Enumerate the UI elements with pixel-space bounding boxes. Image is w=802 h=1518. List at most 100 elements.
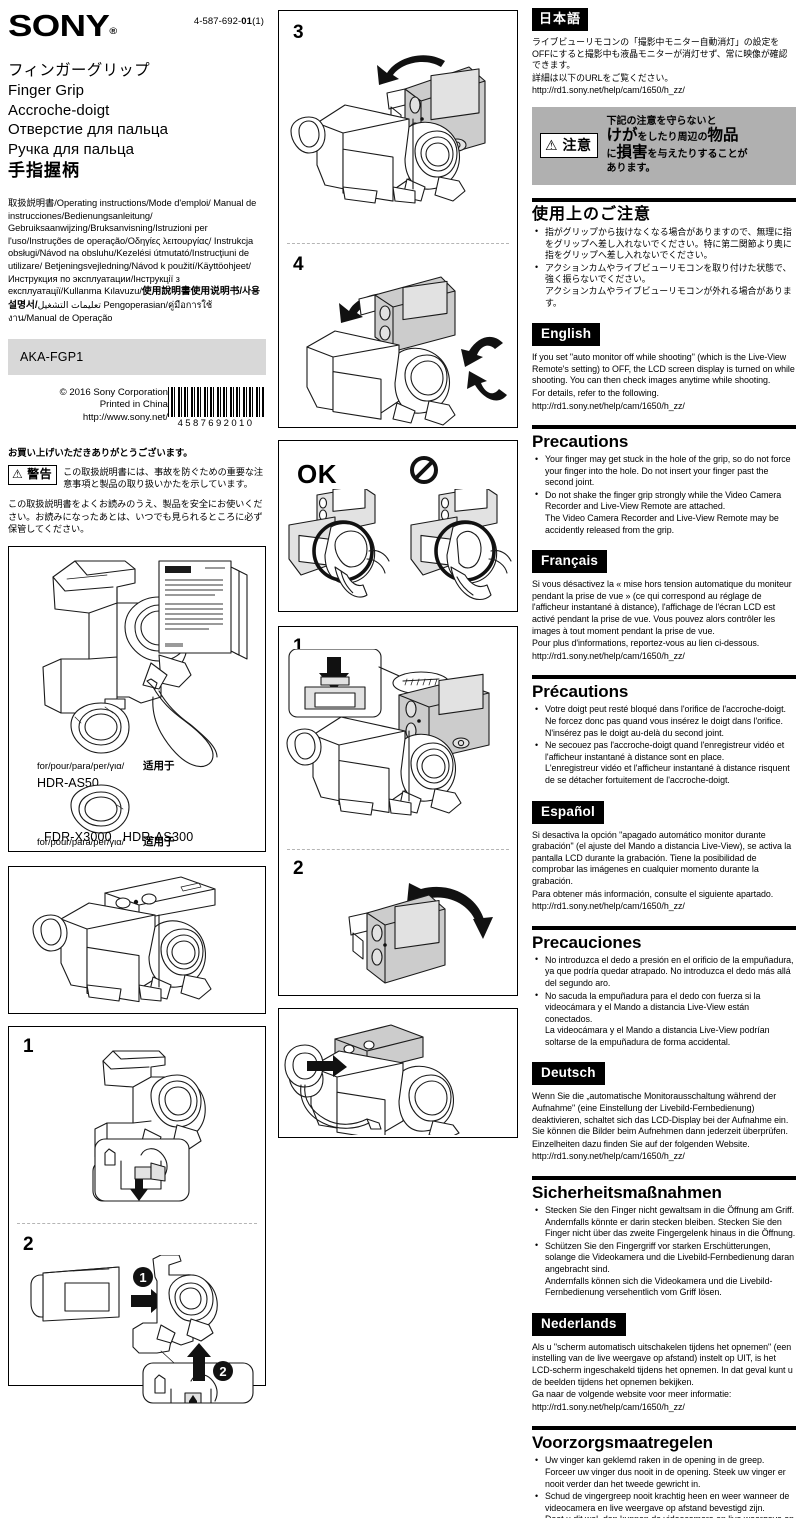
precautions-heading: Précautions (532, 682, 629, 702)
language-tag: Deutsch (532, 1062, 605, 1086)
japanese-thanks: お買い上げいただきありがとうございます。 (8, 446, 193, 458)
language-tag: Español (532, 800, 604, 824)
langs-tail-2: /Manual de Operação (23, 313, 113, 324)
title-russian-2: Ручка для пальца (8, 140, 135, 158)
precaution-text: アクションカムやライブビューリモコンを取り付けた状態で、強く振らないでください。 (545, 262, 792, 285)
registered-mark: ® (109, 26, 117, 36)
langs-thai: คู่มือการใช้งาน (8, 299, 213, 324)
copyright-line-1: © 2016 Sony Corporation (59, 386, 168, 398)
ok-hand-position (288, 489, 390, 598)
precaution-item: Schud de vingergreep nooit krachtig heen… (535, 1491, 796, 1518)
step-1-detail-callout (94, 1138, 190, 1202)
intro-paragraph: Para obtener más información, consulte e… (532, 888, 774, 899)
langs-tail: Pengoperasian/ (103, 299, 168, 310)
precaution-item: Schützen Sie den Fingergriff vor starken… (535, 1240, 796, 1299)
ng-label (409, 455, 439, 493)
model-number: AKA-FGP1 (20, 349, 84, 364)
ok-ng-panel: OK (278, 440, 518, 612)
sony-logo: SONY® (8, 8, 117, 43)
precaution-subtext: L'enregistreur vidéo et l'afficheur inst… (545, 763, 790, 785)
intro-paragraph: For details, refer to the following. (532, 387, 659, 398)
precaution-item: No sacuda la empuñadura para el dedo con… (535, 990, 796, 1049)
precaution-item: No introduzca el dedo a presión en el or… (535, 954, 796, 990)
language-tag: 日本語 (532, 8, 589, 31)
latch-detail (104, 1147, 168, 1201)
center-step-number-1: 1 (293, 636, 304, 657)
section-rule (532, 425, 796, 430)
intro-paragraph: Si desactiva la opción "apagado automáti… (532, 829, 792, 886)
precaution-text: Stecken Sie den Finger nicht gewaltsam i… (545, 1205, 796, 1239)
precautions-heading: Sicherheitsmaßnahmen (532, 1183, 722, 1203)
wrist-strap-drawing (146, 678, 218, 767)
left-column: SONY® 4-587-692-01(1) フィンガーグリップ Finger G… (8, 0, 266, 1404)
intro-paragraph: Wenn Sie die „automatische Monitoraussch… (532, 1091, 789, 1137)
precaution-text: 指がグリップから抜けなくなる場合がありますので、無理に指をグリップへ差し入れない… (545, 226, 792, 261)
attach-steps-panel: 1 (8, 1025, 266, 1404)
precaution-item: Your finger may get stuck in the hole of… (535, 454, 796, 489)
prohibited-icon (410, 456, 438, 484)
precaution-item: アクションカムやライブビューリモコンを取り付けた状態で、強く振らないでください。… (535, 262, 796, 309)
document-number: 4-587-692-01(1) (193, 16, 264, 27)
warning-badge: ⚠ 警告 (8, 464, 58, 485)
live-view-remote-4 (358, 276, 456, 352)
caption-x3000-cn: 适用于 (143, 835, 175, 848)
language-tag: English (532, 323, 601, 347)
caption-model-x3000: FDR-X3000 HDR-AS300 (44, 829, 194, 844)
language-section: 日本語ライブビューリモコンの「撮影中モニター自動消灯」の設定をOFFにすると撮影… (532, 8, 796, 309)
caution-word-injury: けが (606, 127, 638, 145)
precautions-heading: Voorzorgsmaatregelen (532, 1433, 713, 1453)
camera-assembled-panel (278, 1008, 518, 1138)
language-sections: 日本語ライブビューリモコンの「撮影中モニター自動消灯」の設定をOFFにすると撮影… (532, 0, 796, 1518)
section-rule (532, 1426, 796, 1431)
precautions-heading: 使用上のご注意 (532, 205, 652, 223)
assembly-overview-panel (8, 865, 266, 1014)
intro-paragraph: If you set "auto monitor off while shoot… (532, 352, 795, 386)
intro-paragraph: Ga naar de volgende website voor meer in… (532, 1389, 732, 1400)
badge-1: 1 (139, 1270, 146, 1285)
center-step-2-illustration (348, 883, 493, 984)
intro-paragraph: Si vous désactivez la « mise hors tensio… (532, 579, 792, 636)
language-tag: Nederlands (532, 1312, 626, 1336)
step-3-illustration (290, 55, 486, 204)
camera-with-grip-and-remote (32, 876, 216, 1002)
center-step-1-illustration (286, 649, 490, 816)
warning-text: この取扱説明書には、事故を防ぐための重要な注意事項と製品の取り扱いかたを示してい… (63, 466, 264, 490)
japanese-warning-row: ⚠ 警告 この取扱説明書には、事故を防ぐための重要な注意事項と製品の取り扱いかた… (8, 464, 266, 490)
step-number-2: 2 (23, 1233, 34, 1255)
intro-paragraph: http://rd1.sony.net/help/cam/1650/h_zz/ (532, 901, 685, 912)
caution-line-1: 下記の注意を守らないと (606, 115, 717, 127)
remote-attach-panel: 1 (278, 626, 518, 996)
ok-ng-illustration (288, 489, 512, 601)
langs-arabic: تعليمات التشغيل (37, 299, 101, 310)
camera-grip-center-1 (286, 716, 462, 816)
precaution-text: Schützen Sie den Fingergriff vor starken… (545, 1240, 794, 1274)
ok-label: OK (297, 459, 337, 489)
precaution-subtext: La videocámara y el Mando a distancia Li… (545, 1025, 770, 1047)
steps-3-4-panel: 3 (278, 10, 518, 428)
rotate-arrow-3 (377, 55, 445, 85)
title-japanese: フィンガーグリップ (8, 62, 150, 79)
adapter-ring-x3000 (70, 784, 130, 834)
caption-as50-model: HDR-AS50 (37, 776, 99, 790)
adapter-ring-as50 (70, 702, 130, 754)
assembly-overview-illustration (32, 876, 216, 1002)
step-number-1: 1 (23, 1035, 34, 1057)
caution-line-2: けがをしたり周辺の物品 (606, 127, 747, 146)
caution-line-3: に損害を与えたりすることが (606, 143, 748, 161)
precaution-item: Ne secouez pas l'accroche-doigt quand l'… (535, 740, 796, 786)
intro-paragraph: http://rd1.sony.net/help/cam/1650/h_zz/ (532, 1151, 685, 1162)
remote-insert (392, 671, 490, 760)
sony-url: http://www.sony.net/ (82, 411, 168, 423)
copyright-text: © 2016 Sony Corporation Printed in China… (18, 387, 168, 424)
precaution-text: Ne secouez pas l'accroche-doigt quand l'… (545, 740, 785, 762)
japanese-keep-text: この取扱説明書をよくお読みのうえ、製品を安全にお使いください。お読みになったあと… (8, 499, 263, 535)
brand-row: SONY® 4-587-692-01(1) (8, 10, 266, 44)
language-section: Español Si desactiva la opción "apagado a… (532, 800, 796, 1049)
precaution-subtext: Doet u dit wel, dan kunnen de videocamer… (545, 1514, 796, 1518)
instruction-languages-list: 取扱説明書/Operating instructions/Mode d'empl… (8, 197, 260, 325)
camera-side-view (30, 1266, 120, 1322)
step-divider-center-1 (287, 243, 509, 244)
precaution-subtext: アクションカムやライブビューリモコンが外れる場合があります。 (545, 285, 792, 308)
step-divider-center-2 (287, 849, 509, 850)
